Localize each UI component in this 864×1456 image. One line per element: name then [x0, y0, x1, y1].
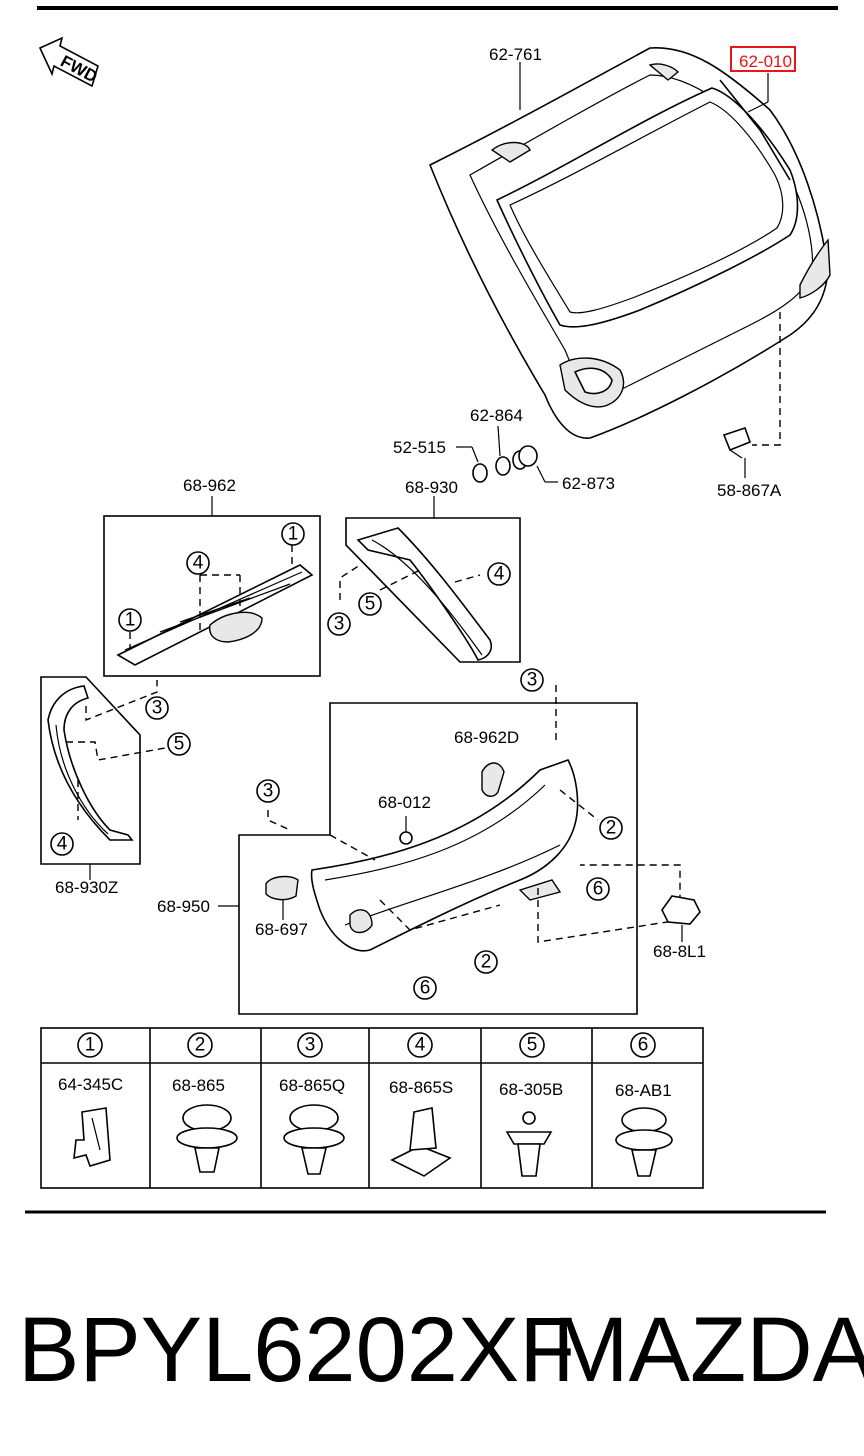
- tailgate-illustration: [428, 47, 831, 439]
- svg-text:6: 6: [420, 978, 431, 999]
- circle-num-6: 6: [413, 976, 437, 1000]
- svg-text:1: 1: [125, 610, 136, 631]
- cap-52-515: [472, 463, 488, 483]
- svg-text:2: 2: [481, 952, 492, 973]
- svg-text:3: 3: [263, 781, 274, 802]
- table-col-1: 1: [77, 1032, 103, 1058]
- box-68-930Z: [40, 676, 141, 865]
- fastener-table: 1 2 3 4 5 6 64-345C 68-865 68-865Q 68-86…: [40, 1027, 704, 1189]
- lamp-68-8L1: [661, 895, 701, 942]
- label-68-697: 68-697: [255, 920, 308, 939]
- svg-text:5: 5: [365, 594, 376, 615]
- fwd-arrow-icon: FWD: [38, 36, 101, 88]
- label-52-515: 52-515: [393, 438, 446, 457]
- table-part-68-305B: 68-305B: [499, 1080, 563, 1099]
- circle-num-5: 5: [167, 732, 191, 756]
- table-part-68-865: 68-865: [172, 1076, 225, 1095]
- label-58-867A: 58-867A: [717, 481, 782, 500]
- circle-num-1: 1: [118, 608, 142, 632]
- table-col-3: 3: [297, 1032, 323, 1058]
- circle-num-1: 1: [281, 522, 305, 546]
- circle-num-2: 2: [599, 816, 623, 840]
- circle-num-3: 3: [520, 668, 544, 692]
- upper-trim-part: [116, 564, 314, 666]
- highlight-box: [730, 46, 796, 72]
- table-part-68-865Q: 68-865Q: [279, 1076, 345, 1095]
- cap-62-864: [495, 456, 511, 476]
- clip-64-345C-drawing: [73, 1107, 111, 1167]
- footer-caption: BPYL6202XF MAZDA: [0, 1290, 864, 1410]
- side-trim-right-part: [356, 527, 493, 661]
- svg-text:2: 2: [195, 1035, 206, 1056]
- table-col-6: 6: [630, 1032, 656, 1058]
- svg-text:6: 6: [638, 1035, 649, 1056]
- svg-text:2: 2: [606, 818, 617, 839]
- svg-text:4: 4: [494, 564, 505, 585]
- circle-num-4: 4: [186, 551, 210, 575]
- hook-68-697: [265, 875, 299, 920]
- table-col-4: 4: [407, 1032, 433, 1058]
- label-68-950: 68-950: [157, 897, 210, 916]
- table-col-5: 5: [519, 1032, 545, 1058]
- table-part-68-AB1: 68-AB1: [615, 1081, 672, 1100]
- label-62-873: 62-873: [562, 474, 615, 493]
- label-68-8L1: 68-8L1: [653, 942, 706, 961]
- handle-68-962D: [481, 762, 505, 797]
- clip-68-012: [399, 816, 413, 845]
- svg-text:4: 4: [193, 553, 204, 574]
- svg-text:3: 3: [527, 670, 538, 691]
- svg-text:4: 4: [57, 834, 68, 855]
- box-68-930: [345, 517, 521, 663]
- footer-brand: MAZDA: [552, 1299, 864, 1401]
- svg-text:1: 1: [288, 524, 299, 545]
- striker-58-867A: [722, 426, 752, 459]
- circle-num-2: 2: [474, 950, 498, 974]
- label-62-761: 62-761: [489, 45, 542, 64]
- table-col-2: 2: [187, 1032, 213, 1058]
- circle-num-6: 6: [586, 877, 610, 901]
- circle-num-3: 3: [327, 612, 351, 636]
- svg-text:5: 5: [174, 734, 185, 755]
- side-trim-left-part: [47, 685, 134, 841]
- table-part-68-865S: 68-865S: [389, 1078, 453, 1097]
- circle-num-3: 3: [145, 696, 169, 720]
- clip-68-865S-drawing: [390, 1107, 452, 1177]
- svg-text:1: 1: [85, 1035, 96, 1056]
- label-68-962D: 68-962D: [454, 728, 519, 747]
- label-68-930Z: 68-930Z: [55, 878, 118, 897]
- footer-part-number: BPYL6202XF: [18, 1299, 576, 1401]
- table-part-64-345C: 64-345C: [58, 1075, 123, 1094]
- label-68-962: 68-962: [183, 476, 236, 495]
- circle-num-3: 3: [256, 779, 280, 803]
- label-62-864: 62-864: [470, 406, 523, 425]
- svg-text:4: 4: [415, 1035, 426, 1056]
- label-68-930: 68-930: [405, 478, 458, 497]
- clip-68-AB1-drawing: [615, 1107, 673, 1177]
- clip-68-865-drawing: [176, 1104, 238, 1173]
- svg-text:3: 3: [305, 1035, 316, 1056]
- bumper-62-873: [512, 445, 538, 470]
- circle-num-5: 5: [358, 592, 382, 616]
- label-68-012: 68-012: [378, 793, 431, 812]
- clip-68-305B-drawing: [505, 1111, 553, 1177]
- circle-callouts: 1 4 1 4 5 3 3 5 4 3 3 2 6 2 6: [50, 522, 623, 1000]
- svg-text:6: 6: [593, 879, 604, 900]
- circle-num-4: 4: [487, 562, 511, 586]
- clip-68-865Q-drawing: [283, 1104, 345, 1175]
- circle-num-4: 4: [50, 832, 74, 856]
- svg-text:3: 3: [334, 614, 345, 635]
- svg-text:3: 3: [152, 698, 163, 719]
- lower-trim-part: [310, 759, 579, 952]
- label-62-010: 62-010: [739, 52, 792, 71]
- svg-text:5: 5: [527, 1035, 538, 1056]
